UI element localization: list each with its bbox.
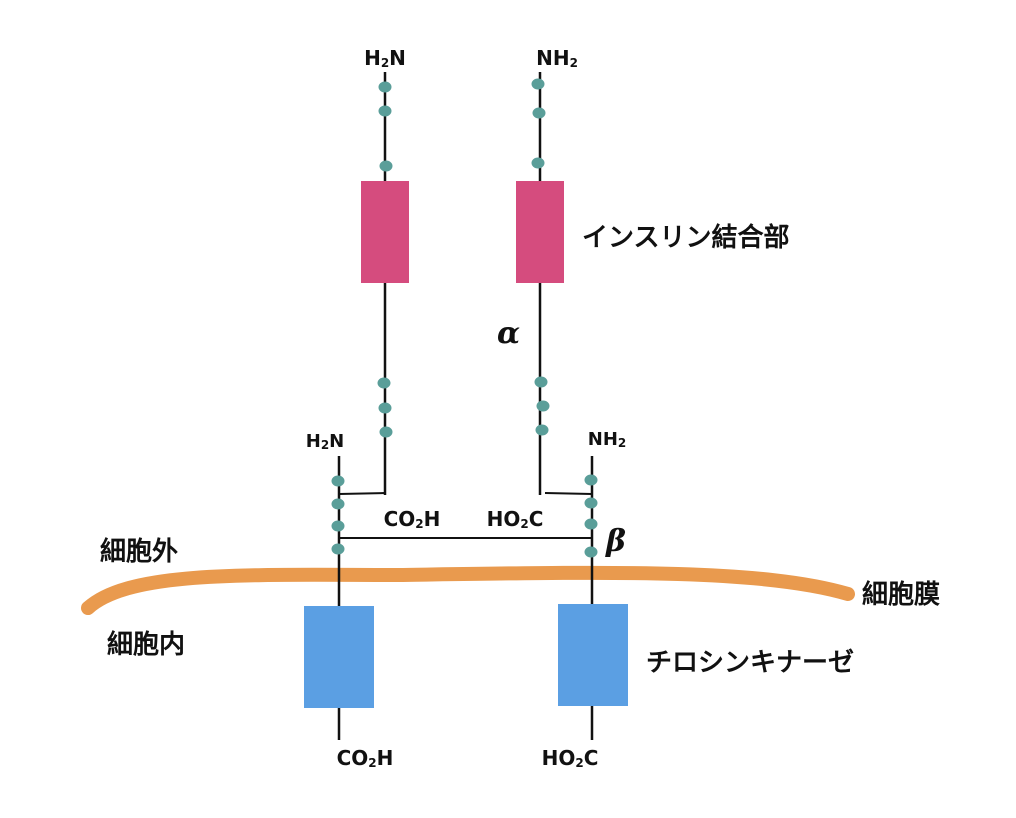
intracellular-label: 細胞内 [107, 629, 185, 660]
residue-dot [378, 105, 392, 117]
residue-dot [331, 520, 345, 532]
alpha-subunit-label: α [497, 316, 520, 351]
extracellular-label: 細胞外 [100, 536, 178, 567]
alpha-left-c-terminus: CO2H [384, 507, 441, 531]
cell-membrane-label: 細胞膜 [862, 579, 940, 610]
residue-dot [535, 424, 549, 436]
alpha-left-n-terminus: H2N [364, 46, 406, 70]
disulfide-bond-right-alpha-beta [544, 492, 593, 495]
residue-dot [536, 400, 550, 412]
residue-dot [379, 160, 393, 172]
residue-dot [331, 543, 345, 555]
insulin-binding-label: インスリン結合部 [582, 222, 789, 253]
beta-right-n-terminus: NH2 [588, 429, 627, 450]
residue-dot [379, 426, 393, 438]
disulfide-bond-left-alpha-beta [338, 492, 386, 495]
beta-left-n-terminus: H2N [306, 431, 345, 452]
residue-dot [532, 107, 546, 119]
residue-dot [378, 81, 392, 93]
residue-dot [531, 157, 545, 169]
residue-dot [377, 377, 391, 389]
residue-dot [331, 475, 345, 487]
residue-dot [584, 518, 598, 530]
beta-left-c-terminus: CO2H [337, 746, 394, 770]
tyrosine-kinase-domain-right [558, 604, 628, 706]
insulin-binding-domain-right [516, 181, 564, 283]
residue-dot [584, 474, 598, 486]
residue-dot [378, 402, 392, 414]
residue-dot [584, 497, 598, 509]
beta-subunit-label: β [605, 524, 626, 559]
insulin-binding-domain-left [361, 181, 409, 283]
alpha-right-n-terminus: NH2 [536, 46, 578, 70]
beta-right-c-terminus: HO2C [542, 746, 599, 770]
residue-dot [584, 546, 598, 558]
residue-dot [531, 78, 545, 90]
residue-dot [534, 376, 548, 388]
tyrosine-kinase-label: チロシンキナーゼ [646, 648, 854, 678]
cell-membrane [81, 565, 855, 615]
alpha-right-c-terminus: HO2C [487, 507, 544, 531]
tyrosine-kinase-domain-left [304, 606, 374, 708]
residue-dot [331, 498, 345, 510]
